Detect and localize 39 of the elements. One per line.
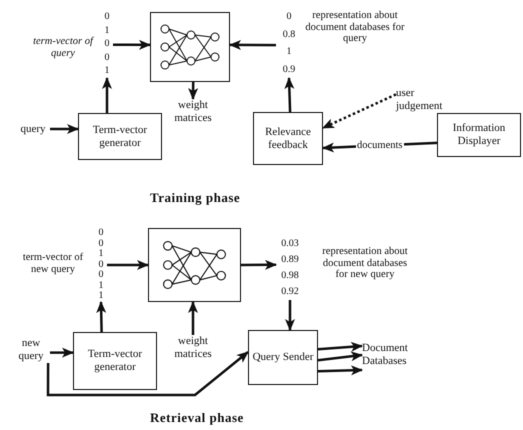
process-box: Term-vector generator bbox=[73, 332, 157, 390]
vector-caption: term-vector of query bbox=[32, 36, 95, 60]
process-box: Term-vector generator bbox=[78, 113, 162, 160]
text-label: weight matrices bbox=[170, 335, 216, 361]
arrow bbox=[96, 301, 106, 332]
arrow bbox=[188, 82, 198, 100]
process-box: Query Sender bbox=[248, 330, 318, 385]
phase-title: Training phase bbox=[150, 190, 240, 206]
arrow bbox=[102, 77, 112, 113]
vector-values: 0 0.8 1 0.9 bbox=[276, 8, 302, 78]
text-label: user judgement bbox=[396, 86, 458, 114]
arrow bbox=[229, 40, 276, 50]
arrow bbox=[46, 351, 249, 396]
phase-title: Retrieval phase bbox=[150, 410, 244, 426]
vector-values: 0 0 1 0 0 1 1 bbox=[95, 228, 107, 302]
arrow bbox=[113, 40, 151, 50]
vector-caption: representation about document databases for new query bbox=[321, 246, 409, 281]
arrow bbox=[318, 342, 363, 352]
arrow bbox=[318, 351, 363, 362]
vector-values: 0 1 0 0 1 bbox=[101, 10, 113, 78]
arrow bbox=[107, 260, 149, 270]
arrow bbox=[284, 77, 294, 112]
text-label: weight matrices bbox=[170, 99, 216, 125]
text-label: Document Databases bbox=[362, 340, 432, 370]
edge-label: documents bbox=[356, 140, 404, 151]
vector-caption: representation about document databases for query bbox=[305, 10, 405, 45]
vector-values: 0.03 0.89 0.98 0.92 bbox=[276, 236, 304, 300]
arrow bbox=[322, 93, 397, 130]
text-label: query bbox=[16, 122, 50, 136]
process-box: Information Displayer bbox=[437, 113, 521, 157]
arrow bbox=[50, 348, 74, 358]
vector-caption: term-vector of new query bbox=[22, 252, 84, 276]
arrow bbox=[188, 301, 198, 335]
arrow bbox=[318, 365, 363, 376]
process-box: Relevance feedback bbox=[253, 112, 323, 165]
arrow bbox=[285, 300, 295, 331]
text-label: new query bbox=[12, 337, 50, 363]
arrow bbox=[50, 124, 79, 134]
arrow bbox=[241, 260, 277, 270]
